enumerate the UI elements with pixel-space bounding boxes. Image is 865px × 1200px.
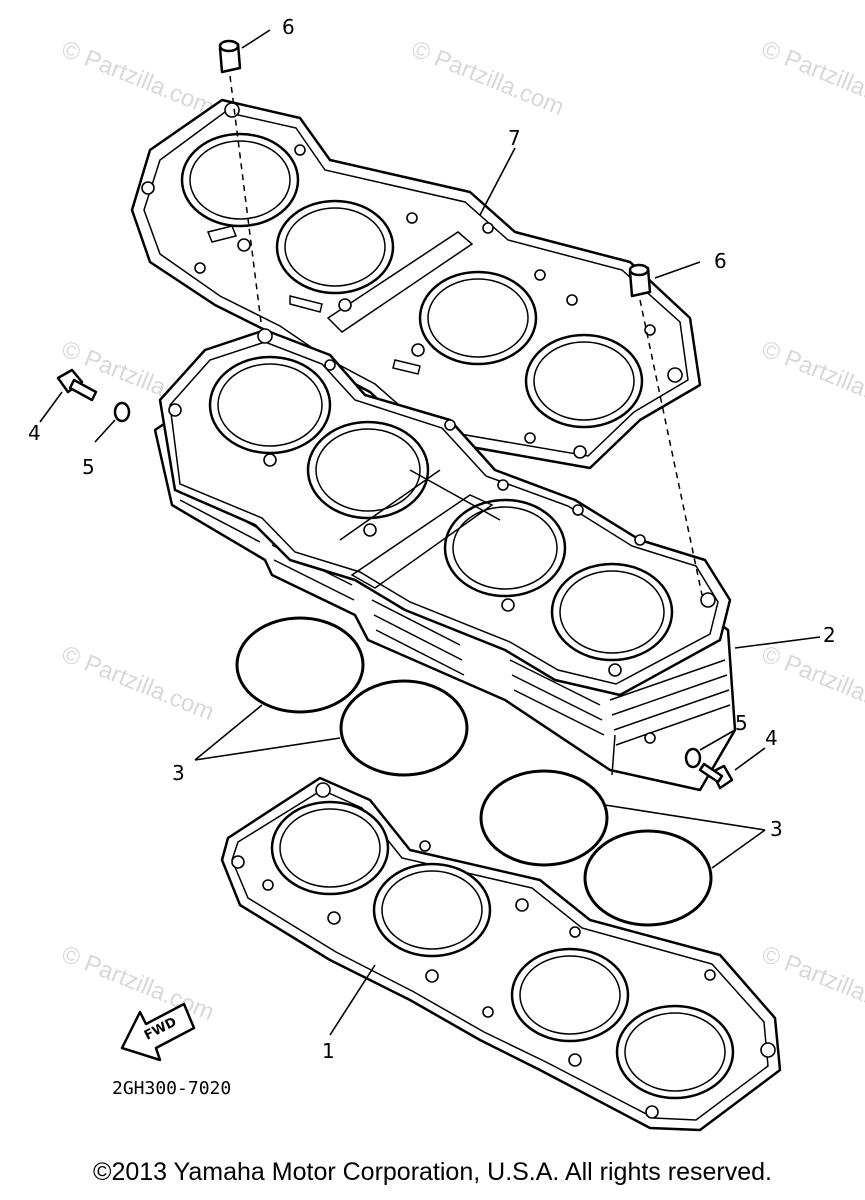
diagram-code: 2GH300-7020 xyxy=(112,1078,231,1099)
watermark: © Partzilla.com xyxy=(408,36,568,122)
callout-6: 6 xyxy=(282,15,295,39)
cylinder-bore xyxy=(550,562,674,662)
dowel-pin xyxy=(218,39,242,74)
callout-4: 4 xyxy=(765,726,778,750)
callout-1: 1 xyxy=(322,1039,335,1063)
gasket-bore xyxy=(418,270,538,366)
dowel-pin xyxy=(628,263,652,298)
callout-6: 6 xyxy=(714,249,727,273)
watermark: © Partzilla.com xyxy=(758,641,865,727)
watermark: © Partzilla.com xyxy=(58,36,218,122)
gasket-bore xyxy=(524,333,644,429)
callout-2: 2 xyxy=(823,623,836,647)
o-ring xyxy=(479,769,609,867)
washer xyxy=(113,401,131,423)
washer xyxy=(684,747,702,769)
gasket-bore xyxy=(615,1004,735,1100)
gasket-bore xyxy=(372,862,492,958)
cylinder-block xyxy=(153,328,737,792)
alignment-line xyxy=(229,75,263,331)
cylinder-bore xyxy=(443,498,567,598)
gasket-slot xyxy=(326,231,474,333)
o-ring xyxy=(235,616,365,714)
gasket-bore xyxy=(180,132,300,228)
head-gasket xyxy=(130,98,702,470)
watermark: © Partzilla.com xyxy=(758,941,865,1027)
gasket-bore xyxy=(275,199,395,295)
o-ring xyxy=(583,829,713,927)
cylinder-bore xyxy=(208,355,332,455)
o-ring xyxy=(339,679,469,777)
base-gasket xyxy=(220,776,782,1132)
leader-lines xyxy=(39,29,821,1036)
cylinder-bore xyxy=(306,420,430,520)
callout-7: 7 xyxy=(508,126,521,150)
fwd-arrow-icon: FWD xyxy=(120,1002,196,1062)
bolt xyxy=(698,762,734,790)
callout-3: 3 xyxy=(172,761,185,785)
callout-4: 4 xyxy=(28,421,41,445)
callout-5: 5 xyxy=(735,711,748,735)
watermark: © Partzilla.com xyxy=(58,941,218,1027)
watermark: © Partzilla.com xyxy=(758,336,865,422)
gasket-bore xyxy=(270,800,390,896)
callout-5: 5 xyxy=(82,455,95,479)
watermark: © Partzilla.com xyxy=(58,641,218,727)
copyright-notice: ©2013 Yamaha Motor Corporation, U.S.A. A… xyxy=(93,1158,772,1186)
callout-3: 3 xyxy=(770,817,783,841)
o-rings xyxy=(235,616,713,927)
gasket-bore xyxy=(510,947,630,1043)
bolt xyxy=(56,368,98,402)
watermark: © Partzilla.com xyxy=(758,36,865,122)
